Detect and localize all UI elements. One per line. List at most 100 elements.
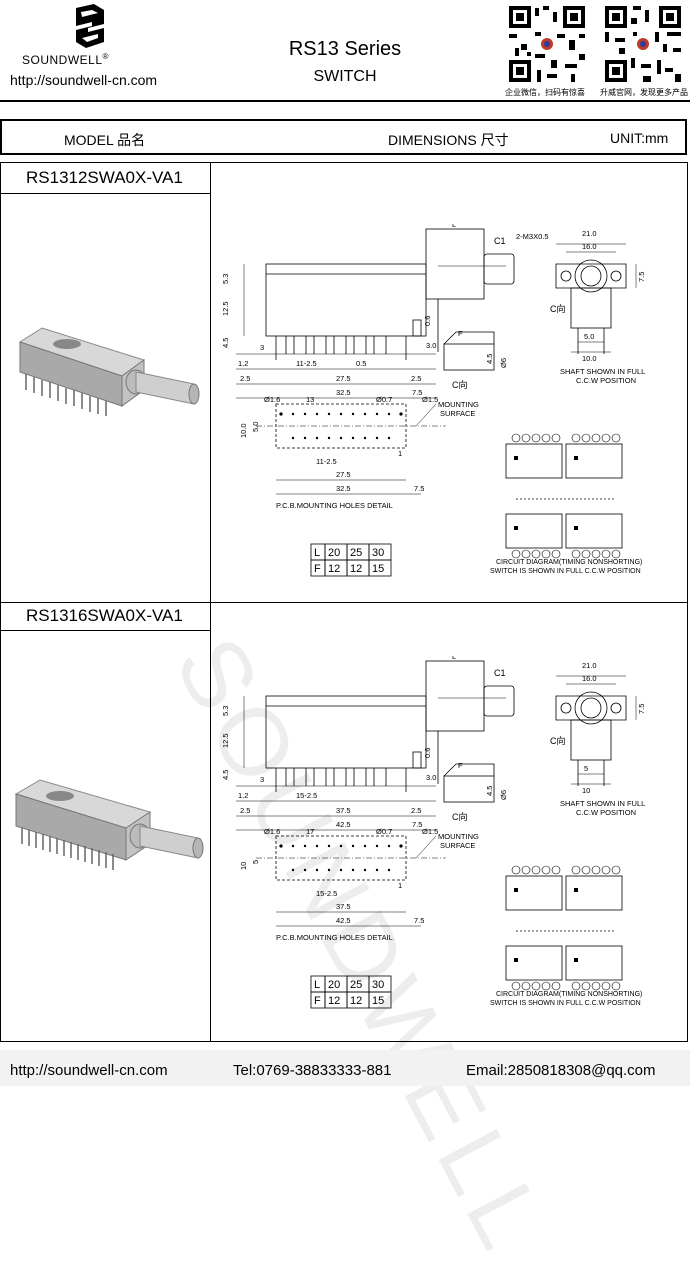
dimension-drawing: 5.3 12.5 4.5 3 1.2 2.5 11-2.5 0.5 3.0 27… xyxy=(221,220,646,577)
dim-label: 0.6 xyxy=(423,316,432,326)
grid-hline xyxy=(0,602,688,603)
svg-text:25: 25 xyxy=(350,979,362,991)
footer-tel: Tel:0769-38833333-881 xyxy=(233,1062,392,1079)
dim-label: 32.5 xyxy=(336,388,351,397)
model-label: MODEL 品名 xyxy=(64,132,146,148)
circuit-caption: SWITCH IS SHOWN IN FULL C.C.W POSITION xyxy=(490,568,641,575)
svg-text:F: F xyxy=(314,563,321,575)
dim-label: 3.0 xyxy=(426,773,436,782)
dim-label: MOUNTING xyxy=(438,400,479,409)
dimension-drawing: 5.3 12.5 4.5 3 1.2 2.5 15-2.5 3.0 37.5 2… xyxy=(221,652,646,1009)
qr-code-website xyxy=(603,4,683,84)
dim-label: Ø0.7 xyxy=(376,395,392,404)
dim-label: 42.5 xyxy=(336,916,351,925)
svg-text:L: L xyxy=(314,547,320,559)
dim-label: Ø1.5 xyxy=(422,395,438,404)
svg-text:12: 12 xyxy=(350,563,362,575)
svg-text:12: 12 xyxy=(328,563,340,575)
dim-label: 3 xyxy=(260,775,264,784)
dim-label: 0.6 xyxy=(423,748,432,758)
qr-code-wechat xyxy=(507,4,587,84)
dim-label: Ø6 xyxy=(499,790,508,800)
dim-label: Ø0.7 xyxy=(376,827,392,836)
dim-label: C.C.W POSITION xyxy=(576,808,636,817)
dim-label: 13 xyxy=(306,395,314,404)
dim-label: 7.5 xyxy=(414,484,424,493)
dim-label: SHAFT SHOWN IN FULL xyxy=(560,367,645,376)
dim-label: 27.5 xyxy=(336,374,351,383)
dim-label: 16.0 xyxy=(582,674,597,683)
series-title: RS13 Series xyxy=(288,38,402,60)
dim-label: 1.2 xyxy=(238,791,248,800)
dim-label: 7.5 xyxy=(637,704,646,714)
svg-text:20: 20 xyxy=(328,979,340,991)
dim-label: C1 xyxy=(494,236,506,246)
dim-label: F xyxy=(458,329,463,338)
dim-label: L xyxy=(452,224,456,229)
dim-label: 10 xyxy=(239,862,248,870)
drawing-rs1312: 5.3 12.5 4.5 3 1.2 2.5 11-2.5 0.5 3.0 27… xyxy=(216,220,676,609)
dim-label: 5.0 xyxy=(584,332,594,341)
dim-label: 7.5 xyxy=(414,916,424,925)
dim-label: 5.3 xyxy=(221,274,230,284)
drawing-rs1316: 5.3 12.5 4.5 3 1.2 2.5 15-2.5 3.0 37.5 2… xyxy=(216,652,676,1041)
dim-label: 10 xyxy=(582,786,590,795)
pcb-caption: P.C.B.MOUNTING HOLES DETAIL xyxy=(276,501,393,510)
circuit-caption: CIRCUIT DIAGRAM(TIMING NONSHORTING) xyxy=(496,991,642,998)
dim-label: 1.2 xyxy=(238,359,248,368)
qr-caption-wechat: 企业微信，扫码有惊喜 xyxy=(505,88,585,97)
dim-label: 37.5 xyxy=(336,902,351,911)
svg-text:25: 25 xyxy=(350,547,362,559)
footer-email[interactable]: Email:2850818308@qq.com xyxy=(466,1062,656,1079)
footer-url[interactable]: http://soundwell-cn.com xyxy=(10,1062,168,1079)
svg-text:30: 30 xyxy=(372,547,384,559)
dim-label: 17 xyxy=(306,827,314,836)
dim-label: 1 xyxy=(398,881,402,890)
dim-label: 7.5 xyxy=(637,272,646,282)
header-url[interactable]: http://soundwell-cn.com xyxy=(10,72,158,88)
dim-label: Ø1.6 xyxy=(264,827,280,836)
unit-label: UNIT:mm xyxy=(610,130,669,146)
svg-text:12: 12 xyxy=(328,995,340,1007)
dim-label: MOUNTING xyxy=(438,832,479,841)
dim-label: 3 xyxy=(260,343,264,352)
dim-label: 1 xyxy=(398,449,402,458)
soundwell-logo xyxy=(76,4,104,48)
dim-label: 32.5 xyxy=(336,484,351,493)
circuit-caption: CIRCUIT DIAGRAM(TIMING NONSHORTING) xyxy=(496,559,642,566)
dim-label: C1 xyxy=(494,668,506,678)
dim-label: 5.0 xyxy=(251,422,260,432)
dim-label: 12.5 xyxy=(221,733,230,748)
svg-text:30: 30 xyxy=(372,979,384,991)
dim-label: 11-2.5 xyxy=(296,359,317,368)
lf-table: L 20 25 30 F 12 12 15 xyxy=(314,547,384,575)
dimensions-label: DIMENSIONS 尺寸 xyxy=(388,132,509,148)
dim-label: 4.5 xyxy=(221,338,230,348)
svg-text:20: 20 xyxy=(328,547,340,559)
dim-label: 5.3 xyxy=(221,706,230,716)
column-header-band: MODEL 品名 DIMENSIONS 尺寸 UNIT:mm xyxy=(0,119,687,155)
dim-label: C.C.W POSITION xyxy=(576,376,636,385)
dim-label: 27.5 xyxy=(336,470,351,479)
dim-label: Ø6 xyxy=(499,358,508,368)
dim-label: SURFACE xyxy=(440,841,475,850)
product-photo-rs1316 xyxy=(14,779,204,870)
dim-label: C向 xyxy=(550,303,566,314)
dim-label: C向 xyxy=(452,811,468,822)
grid-hline xyxy=(0,193,210,194)
dim-label: 15-2.5 xyxy=(316,889,337,898)
dim-label: 2.5 xyxy=(240,806,250,815)
circuit-caption: SWITCH IS SHOWN IN FULL C.C.W POSITION xyxy=(490,1000,641,1007)
dim-label: SHAFT SHOWN IN FULL xyxy=(560,799,645,808)
dim-label: 16.0 xyxy=(582,242,597,251)
header-divider xyxy=(0,100,690,102)
type-title: SWITCH xyxy=(313,68,377,85)
dim-label: 10.0 xyxy=(239,423,248,438)
dim-label: Ø1.5 xyxy=(422,827,438,836)
dim-label: 3.0 xyxy=(426,341,436,350)
dim-label: 11-2.5 xyxy=(316,457,337,466)
dim-label: 2.5 xyxy=(411,374,421,383)
dim-label: 42.5 xyxy=(336,820,351,829)
svg-text:15: 15 xyxy=(372,563,384,575)
